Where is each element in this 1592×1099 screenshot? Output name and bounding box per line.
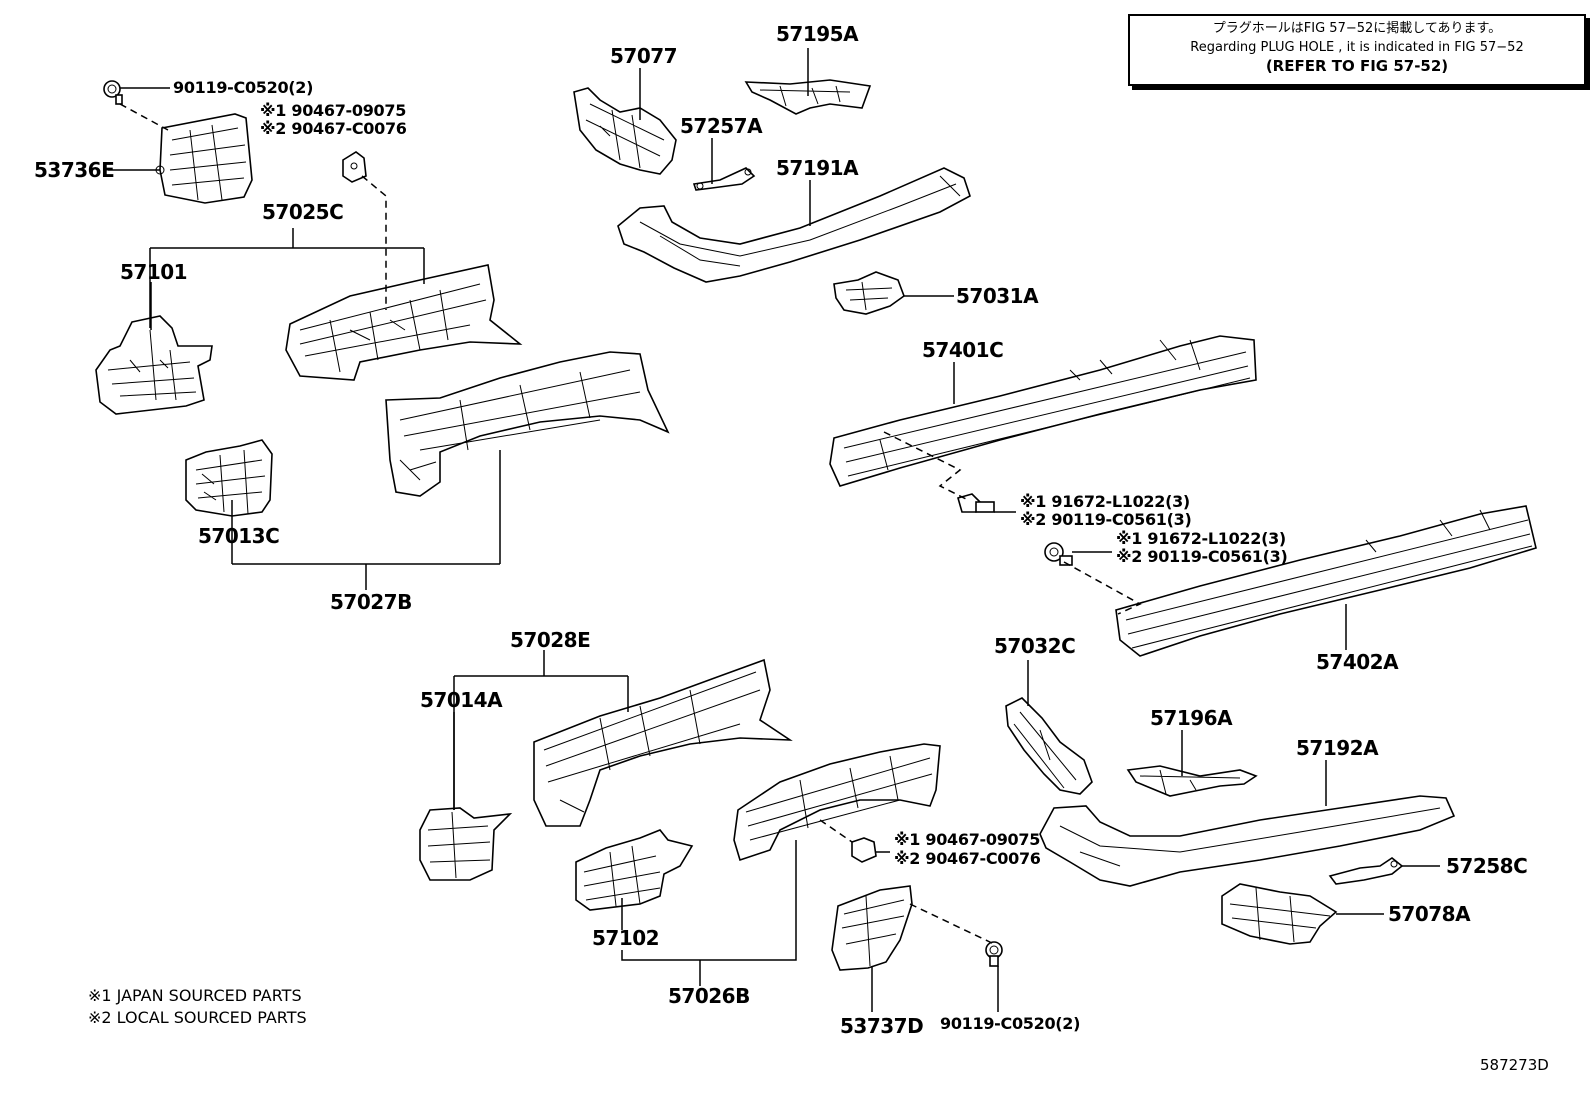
part-57196a xyxy=(1126,765,1258,797)
label-57026b[interactable]: 57026B xyxy=(668,984,750,1008)
label-57078a[interactable]: 57078A xyxy=(1388,902,1471,926)
part-57192a xyxy=(1039,795,1456,887)
label-57077[interactable]: 57077 xyxy=(610,44,678,68)
part-57258c xyxy=(1328,857,1404,885)
reference-note-english: Regarding PLUG HOLE , it is indicated in… xyxy=(1190,40,1524,55)
label-57025c[interactable]: 57025C xyxy=(262,200,344,224)
label-57196a[interactable]: 57196A xyxy=(1150,706,1233,730)
label-57014a[interactable]: 57014A xyxy=(420,688,503,712)
part-57014a xyxy=(419,807,513,881)
label-90467-09075-top[interactable]: ※1 90467-09075 xyxy=(260,101,407,120)
part-57195a xyxy=(744,79,872,115)
label-57032c[interactable]: 57032C xyxy=(994,634,1076,658)
part-57257a xyxy=(692,167,756,191)
legend-japan-sourced: ※1 JAPAN SOURCED PARTS xyxy=(88,986,302,1005)
label-90467-09075-bottom[interactable]: ※1 90467-09075 xyxy=(894,830,1041,849)
part-57013c xyxy=(185,439,273,517)
part-57032c xyxy=(1005,697,1093,795)
part-57025c xyxy=(285,264,523,381)
label-90119-c0561-a[interactable]: ※2 90119-C0561(3) xyxy=(1020,510,1192,529)
label-53737d[interactable]: 53737D xyxy=(840,1014,924,1038)
part-57191a xyxy=(617,167,971,283)
reference-figure-link[interactable]: (REFER TO FIG 57-52) xyxy=(1265,57,1449,75)
label-57195a[interactable]: 57195A xyxy=(776,22,859,46)
part-57026b xyxy=(733,743,941,862)
bolt-90119-c0520-bottom xyxy=(985,941,1003,967)
label-90467-c0076-bottom[interactable]: ※2 90467-C0076 xyxy=(894,849,1041,868)
part-57027b xyxy=(385,351,670,497)
leader-lines xyxy=(108,48,1440,1012)
bolt-91672-b xyxy=(1044,542,1073,566)
part-57101 xyxy=(95,315,213,415)
legend-local-sourced: ※2 LOCAL SOURCED PARTS xyxy=(88,1008,307,1027)
label-57401c[interactable]: 57401C xyxy=(922,338,1004,362)
label-57102[interactable]: 57102 xyxy=(592,926,660,950)
part-57031a xyxy=(833,271,905,315)
label-57257a[interactable]: 57257A xyxy=(680,114,763,138)
label-57192a[interactable]: 57192A xyxy=(1296,736,1379,760)
part-57401c xyxy=(829,335,1257,487)
label-90119-c0520-top[interactable]: 90119-C0520(2) xyxy=(173,78,314,97)
label-53736e[interactable]: 53736E xyxy=(34,158,115,182)
reference-note-japanese: プラグホールはFIG 57−52に掲載してあります。 xyxy=(1212,21,1502,36)
label-91672-l1022-a[interactable]: ※1 91672-L1022(3) xyxy=(1020,492,1190,511)
part-57102 xyxy=(575,829,694,911)
label-57101[interactable]: 57101 xyxy=(120,260,188,284)
label-90467-c0076-top[interactable]: ※2 90467-C0076 xyxy=(260,119,407,138)
figure-id: 587273D xyxy=(1480,1056,1549,1074)
label-57028e[interactable]: 57028E xyxy=(510,628,591,652)
part-57077 xyxy=(573,87,677,175)
part-53736e xyxy=(155,113,253,204)
clip-90467-top xyxy=(342,151,367,183)
part-53737d xyxy=(831,885,913,971)
bolt-91672-a xyxy=(957,493,995,513)
label-57402a[interactable]: 57402A xyxy=(1316,650,1399,674)
label-57191a[interactable]: 57191A xyxy=(776,156,859,180)
reference-note-box: プラグホールはFIG 57−52に掲載してあります。 Regarding PLU… xyxy=(1128,14,1586,86)
part-57078a xyxy=(1221,883,1338,945)
label-57027b[interactable]: 57027B xyxy=(330,590,412,614)
part-57402a xyxy=(1115,505,1537,657)
label-90119-c0561-b[interactable]: ※2 90119-C0561(3) xyxy=(1116,547,1288,566)
clip-90467-bottom xyxy=(851,837,877,863)
part-57028e xyxy=(533,658,793,827)
label-57013c[interactable]: 57013C xyxy=(198,524,280,548)
label-57031a[interactable]: 57031A xyxy=(956,284,1039,308)
label-91672-l1022-b[interactable]: ※1 91672-L1022(3) xyxy=(1116,529,1286,548)
bolt-90119-c0520-top xyxy=(103,80,123,105)
label-90119-c0520-bottom[interactable]: 90119-C0520(2) xyxy=(940,1014,1081,1033)
label-57258c[interactable]: 57258C xyxy=(1446,854,1528,878)
